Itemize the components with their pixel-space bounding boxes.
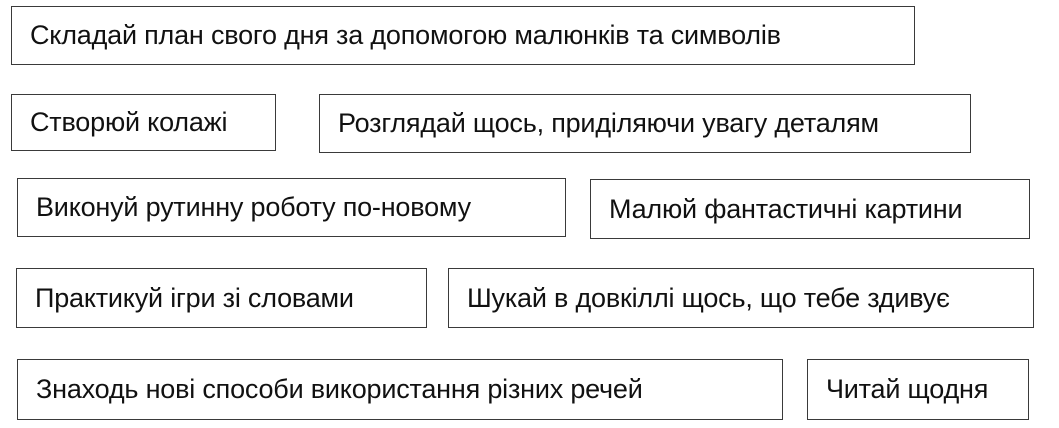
card-find-surprise-text: Шукай в довкіллі щось, що тебе здивує: [467, 282, 950, 313]
card-draw-fantasy: Малюй фантастичні картини: [590, 179, 1030, 239]
card-word-games-text: Практикуй ігри зі словами: [35, 282, 354, 313]
card-read-daily: Читай щодня: [807, 359, 1029, 420]
card-word-games: Практикуй ігри зі словами: [16, 268, 427, 328]
card-find-surprise: Шукай в довкіллі щось, що тебе здивує: [448, 268, 1034, 328]
card-create-collages-text: Створюй колажі: [30, 107, 228, 137]
card-routine-new-way: Виконуй рутинну роботу по-новому: [17, 178, 566, 237]
card-plan-day-text: Складай план свого дня за допомогою малю…: [30, 20, 781, 50]
card-routine-new-way-text: Виконуй рутинну роботу по-новому: [36, 192, 471, 222]
card-new-uses-text: Знаходь нові способи використання різних…: [36, 374, 643, 404]
card-plan-day: Складай план свого дня за допомогою малю…: [11, 6, 915, 65]
card-new-uses: Знаходь нові способи використання різних…: [17, 359, 783, 420]
card-observe-details: Розглядай щось, приділяючи увагу деталям: [319, 94, 971, 153]
card-create-collages: Створюй колажі: [11, 94, 276, 151]
card-read-daily-text: Читай щодня: [826, 374, 989, 404]
card-draw-fantasy-text: Малюй фантастичні картини: [609, 193, 963, 224]
card-observe-details-text: Розглядай щось, приділяючи увагу деталям: [338, 108, 879, 138]
